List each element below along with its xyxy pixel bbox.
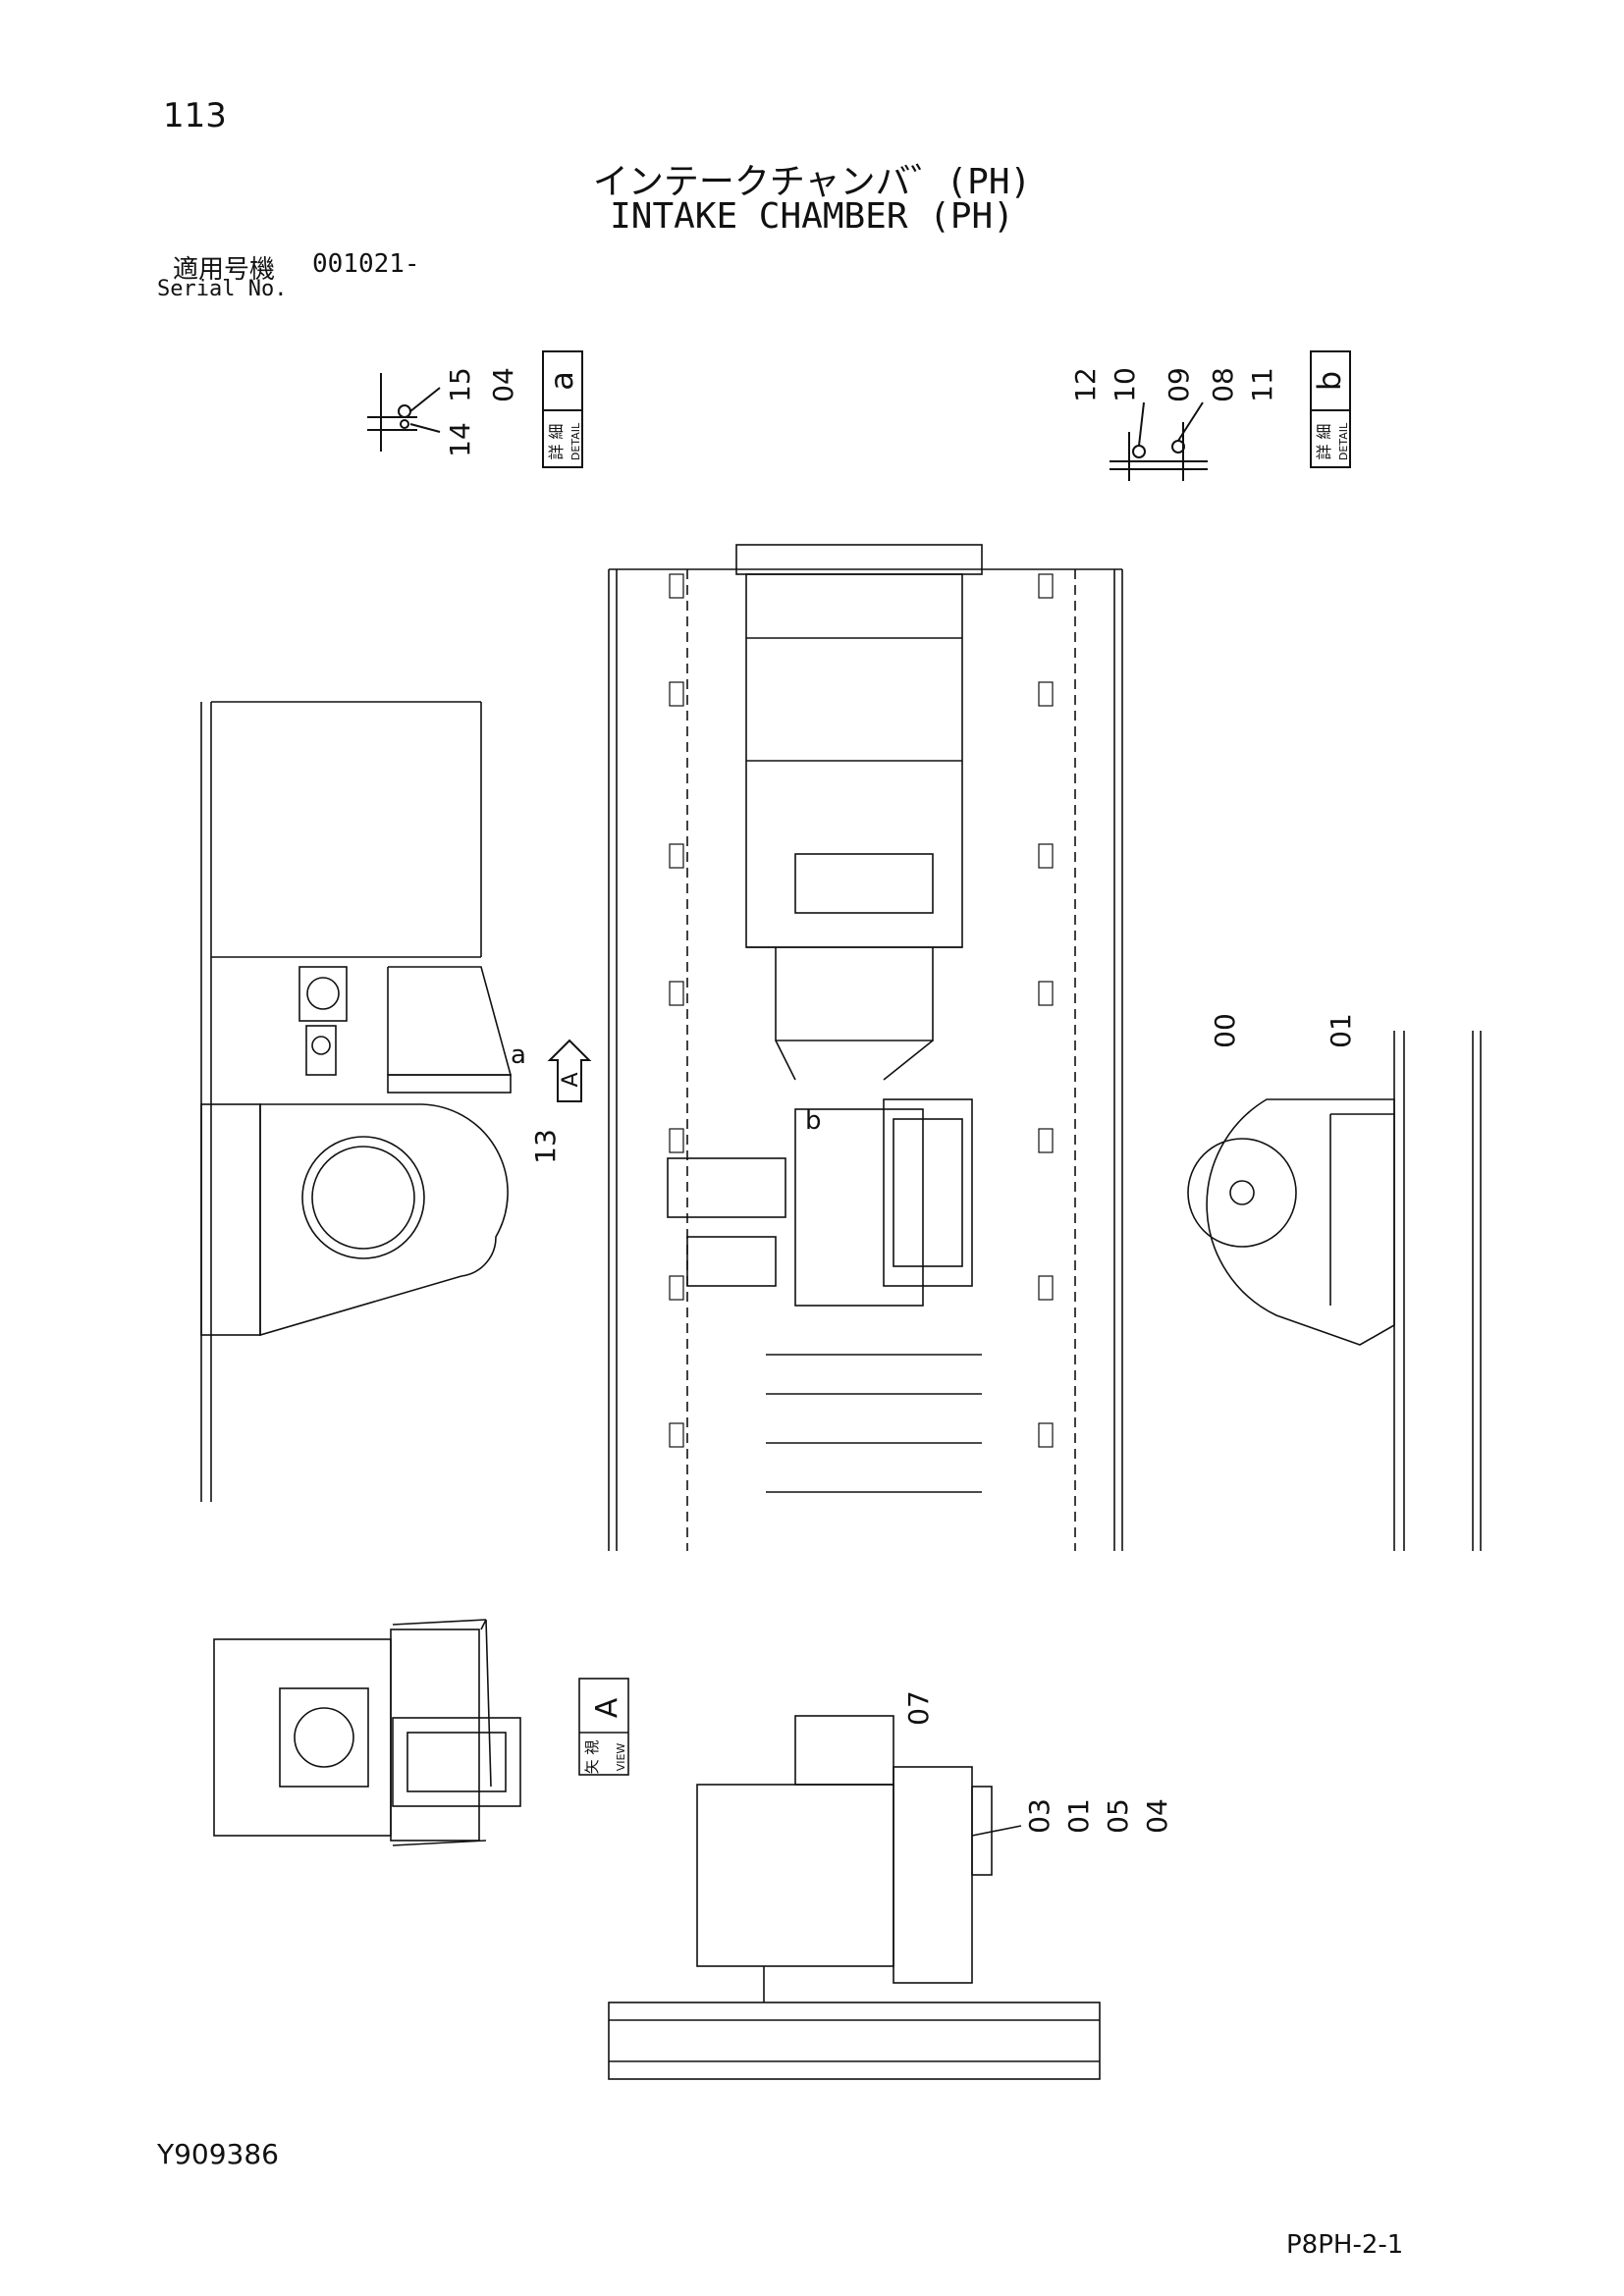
view-a-letter: A [590,1697,624,1718]
view-a-drawing [213,1619,629,1846]
group-part-label: 05 [1102,1798,1134,1834]
detail-b-inset [1110,350,1351,481]
title-japanese: インテークチャンバ゛(PH) [592,162,1032,202]
detail-a-label-ja: 詳 細 [547,423,566,459]
detail-a-inset [367,350,583,468]
detail-a-part-label: 04 [487,367,519,402]
detail-b-part-label: 12 [1069,367,1102,402]
group-part-label: 03 [1023,1798,1056,1834]
detail-b-part-label: 10 [1109,367,1141,402]
right-end-view [1187,1031,1482,1551]
title-english: INTAKE CHAMBER (PH) [610,196,1014,237]
detail-b-letter: b [1311,371,1348,391]
side-elevation [608,1715,1101,2080]
serial-label-japanese: 適用号機 [173,255,276,285]
detail-b-part-label: 11 [1246,367,1278,402]
callout-13: 13 [529,1129,562,1164]
view-a-label-ja: 矢 視 [583,1740,601,1775]
view-a-label-en: VIEW [615,1743,627,1772]
serial-value: 001021- [312,249,420,279]
page-number: 113 [163,96,227,135]
detail-a-label-en: DETAIL [569,422,582,460]
detail-a-letter: a [543,371,580,391]
callout-a: a [511,1041,526,1070]
left-side-view [200,701,513,1502]
central-plan-view [608,544,1123,1551]
detail-b-part-label: 09 [1163,367,1195,402]
callout-07: 07 [902,1690,935,1726]
callout-b: b [805,1106,822,1136]
serial-label-english: Serial No. [157,277,288,301]
callout-01: 01 [1325,1013,1357,1048]
group-part-label: 04 [1141,1798,1173,1834]
detail-a-part-label: 14 [444,422,476,457]
arrow-a-letter: A [559,1072,583,1087]
document-id: Y909386 [157,2138,279,2170]
sheet-id: P8PH-2-1 [1286,2230,1404,2260]
view-a-arrow-marker [547,1039,592,1102]
callout-00: 00 [1209,1013,1241,1048]
detail-b-part-label: 08 [1207,367,1239,402]
detail-b-label-en: DETAIL [1337,422,1350,460]
group-part-label: 01 [1062,1798,1095,1834]
detail-a-part-label: 15 [444,367,476,402]
detail-b-label-ja: 詳 細 [1315,423,1333,459]
